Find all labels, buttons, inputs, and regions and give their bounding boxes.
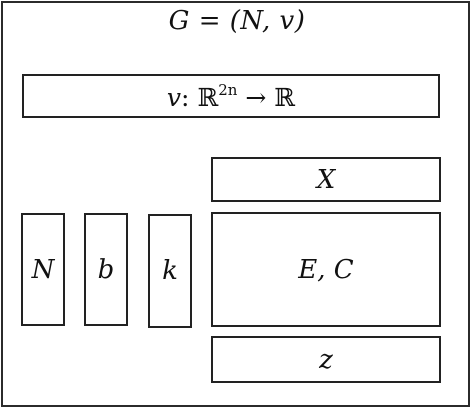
mapping-separator: :	[181, 82, 190, 112]
mapping-domain: ℝ	[197, 82, 219, 112]
column-label-k: k	[162, 256, 178, 286]
column-box-k: k	[148, 214, 192, 328]
box-x: X	[211, 157, 441, 202]
mapping-variable: v	[166, 82, 182, 112]
column-label-n: N	[31, 254, 55, 285]
column-box-n: N	[21, 213, 65, 326]
column-box-b: b	[84, 213, 128, 326]
box-z-label: z	[319, 344, 333, 375]
mapping-codomain: ℝ	[274, 82, 296, 112]
mapping-arrow: →	[245, 82, 267, 112]
mapping-box: v: ℝ2n → ℝ	[22, 74, 440, 118]
diagram-frame	[1, 1, 470, 407]
box-ec: E, C	[211, 212, 441, 327]
mapping-exponent: 2n	[218, 80, 238, 99]
box-x-label: X	[316, 164, 336, 195]
mapping-formula: v: ℝ2n → ℝ	[167, 81, 295, 112]
box-z: z	[211, 336, 441, 383]
diagram-title: G = (N, v)	[168, 6, 306, 36]
box-ec-label: E, C	[298, 254, 354, 285]
column-label-b: b	[97, 254, 115, 285]
